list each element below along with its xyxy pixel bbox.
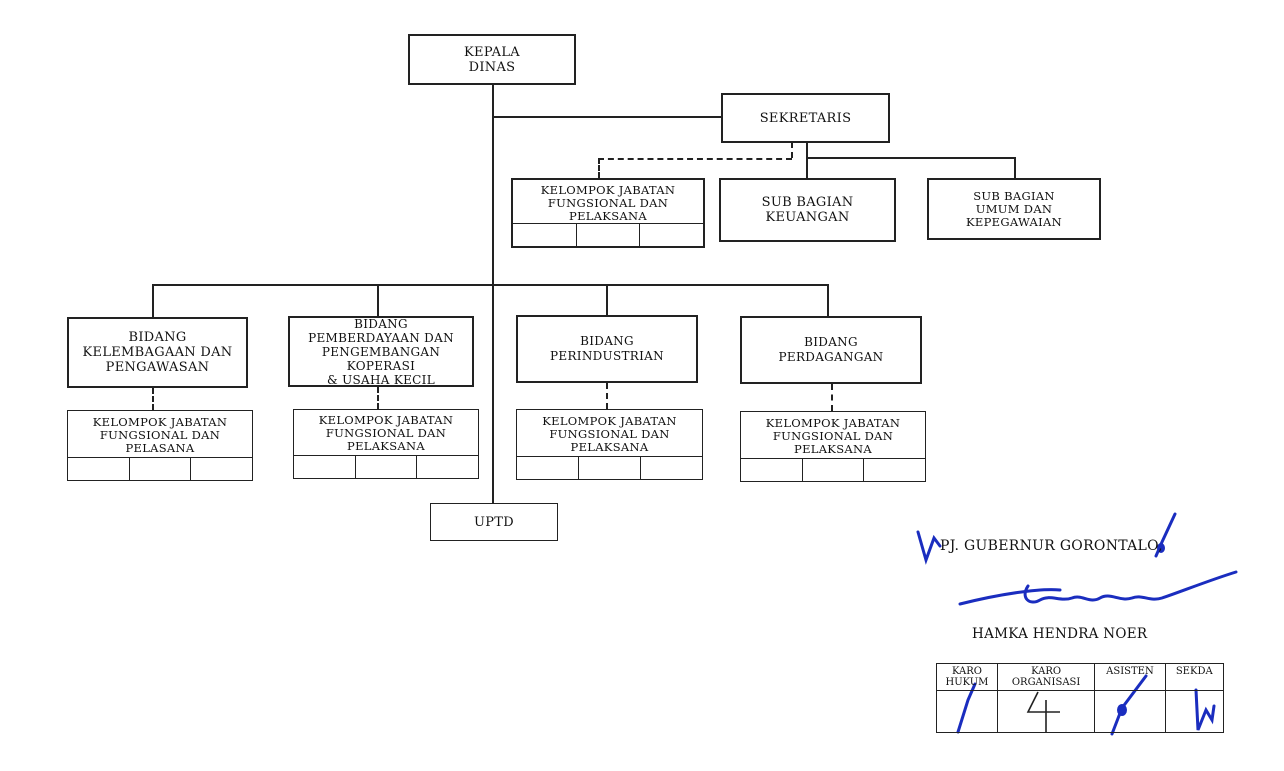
secretary-box: SEKRETARIS: [721, 93, 890, 143]
secretary-label: SEKRETARIS: [759, 110, 852, 126]
division-group-cells-3: [517, 456, 702, 479]
division-box-kelembagaan: BIDANG KELEMBAGAAN DAN PENGAWASAN: [67, 317, 248, 388]
uptd-label: UPTD: [474, 514, 514, 530]
division-group-label-3: KELOMPOK JABATAN FUNGSIONAL DAN PELAKSAN…: [542, 413, 677, 454]
division-group-2: KELOMPOK JABATAN FUNGSIONAL DAN PELAKSAN…: [293, 409, 479, 479]
head-label: KEPALA DINAS: [464, 44, 520, 75]
division-group-cells-4: [741, 458, 925, 481]
division-box-perindustrian: BIDANG PERINDUSTRIAN: [516, 315, 698, 383]
subbag-umum-label: SUB BAGIAN UMUM DAN KEPEGAWAIAN: [966, 188, 1062, 229]
uptd-box: UPTD: [430, 503, 558, 541]
paraf-header-sekda: SEKDA: [1164, 663, 1225, 691]
division-group-cells-1: [68, 457, 252, 480]
division-label-perdagangan: BIDANG PERDAGANGAN: [778, 335, 884, 364]
signature-title: PJ. GUBERNUR GORONTALO,: [940, 538, 1163, 554]
division-box-perdagangan: BIDANG PERDAGANGAN: [740, 316, 922, 384]
jabfung-dashed-drop: [598, 158, 600, 178]
division-group-1: KELOMPOK JABATAN FUNGSIONAL DAN PELASANA: [67, 410, 253, 481]
division-bus-line: [152, 284, 829, 286]
division-group-label-2: KELOMPOK JABATAN FUNGSIONAL DAN PELAKSAN…: [318, 413, 454, 453]
secretary-dashed-drop: [791, 142, 793, 158]
subbag-keuangan-box: SUB BAGIAN KEUANGAN: [719, 178, 896, 242]
division-dashed-1: [152, 388, 154, 410]
paraf-cell-sekda: [1164, 690, 1225, 733]
subbag-bus-line: [806, 157, 1016, 159]
division-drop-1: [152, 284, 154, 318]
paraf-cell-asisten: [1094, 690, 1166, 733]
paraf-header-asisten: ASISTEN: [1094, 663, 1166, 691]
division-label-kelembagaan: BIDANG KELEMBAGAAN DAN PENGAWASAN: [82, 330, 233, 375]
head-box: KEPALA DINAS: [408, 34, 576, 85]
division-group-label-1: KELOMPOK JABATAN FUNGSIONAL DAN PELASANA: [92, 414, 228, 455]
division-group-3: KELOMPOK JABATAN FUNGSIONAL DAN PELAKSAN…: [516, 409, 703, 480]
head-trunk-line: [492, 84, 494, 504]
division-group-cells-2: [294, 455, 478, 478]
division-drop-2: [377, 284, 379, 318]
division-box-koperasi: BIDANG PEMBERDAYAAN DAN PENGEMBANGAN KOP…: [288, 316, 474, 387]
subbag-keuangan-label: SUB BAGIAN KEUANGAN: [761, 195, 854, 225]
secretariat-jabfung-box: KELOMPOK JABATAN FUNGSIONAL DAN PELAKSAN…: [511, 178, 705, 248]
division-label-koperasi: BIDANG PEMBERDAYAAN DAN PENGEMBANGAN KOP…: [308, 316, 454, 387]
division-drop-4: [827, 284, 829, 317]
secretariat-jabfung-cells: [513, 223, 703, 246]
paraf-header-karo-organisasi: KARO ORGANISASI: [996, 663, 1096, 691]
paraf-cell-karo-organisasi: [996, 690, 1096, 733]
subbag-drop-keuangan: [806, 157, 808, 179]
division-label-perindustrian: BIDANG PERINDUSTRIAN: [550, 334, 664, 363]
subbag-drop-umum: [1014, 157, 1016, 179]
division-dashed-2: [377, 387, 379, 409]
paraf-cell-karo-hukum: [936, 690, 998, 733]
secretary-branch-line: [493, 116, 722, 118]
division-group-4: KELOMPOK JABATAN FUNGSIONAL DAN PELAKSAN…: [740, 411, 926, 482]
division-dashed-3: [606, 383, 608, 409]
division-dashed-4: [831, 384, 833, 411]
paraf-table: KARO HUKUM KARO ORGANISASI ASISTEN SEKDA: [936, 663, 1225, 733]
signature-name: HAMKA HENDRA NOER: [972, 626, 1148, 642]
secretary-dashed-link: [598, 158, 792, 160]
division-drop-3: [606, 284, 608, 317]
paraf-header-karo-hukum: KARO HUKUM: [936, 663, 998, 691]
subbag-umum-box: SUB BAGIAN UMUM DAN KEPEGAWAIAN: [927, 178, 1101, 240]
division-group-label-4: KELOMPOK JABATAN FUNGSIONAL DAN PELAKSAN…: [765, 415, 901, 456]
secretariat-jabfung-label: KELOMPOK JABATAN FUNGSIONAL DAN PELAKSAN…: [540, 183, 676, 223]
